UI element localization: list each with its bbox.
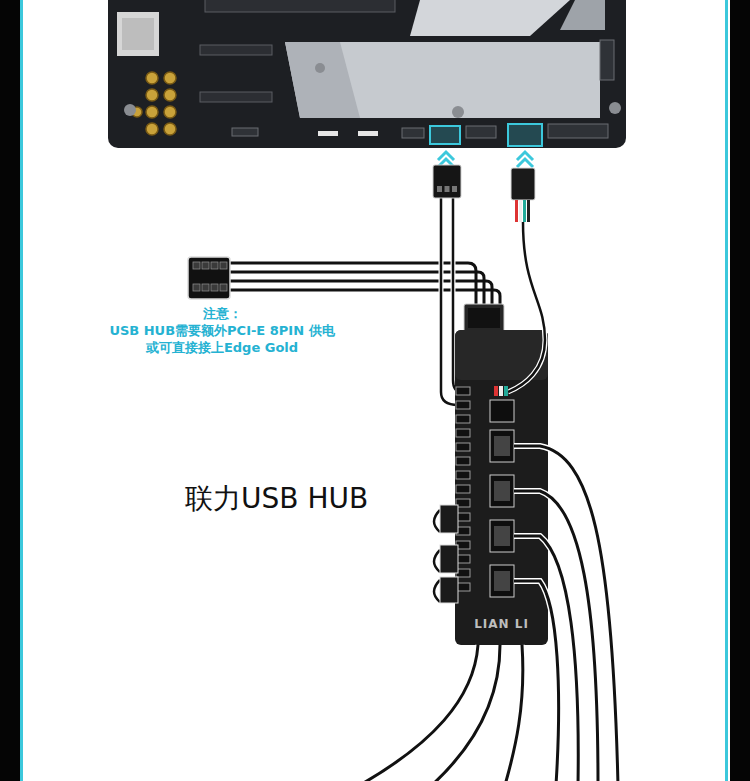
hub-title: 联力USB HUB — [185, 482, 368, 516]
motherboard — [108, 0, 626, 148]
note-text: USB HUB需要额外PCI-E 8PIN 供电 — [109, 323, 334, 339]
usb-connector — [494, 168, 535, 396]
frame-bar — [0, 0, 20, 781]
frame-bar — [730, 0, 750, 781]
fan-plugs — [434, 505, 458, 603]
frame-line — [725, 0, 728, 781]
usb-hub: LIAN LI — [455, 330, 548, 645]
fan-connector — [433, 165, 461, 198]
note-heading: 注意： — [203, 306, 242, 322]
pcie-connector — [188, 257, 230, 299]
pcie-wires — [230, 263, 500, 308]
frame-line — [20, 0, 23, 781]
usb-header-cable — [508, 222, 545, 392]
brand-text: LIAN LI — [474, 617, 529, 631]
note-text: 或可直接接上Edge Gold — [146, 340, 298, 356]
output-cables — [360, 446, 618, 781]
usb-hub-body — [455, 304, 548, 645]
